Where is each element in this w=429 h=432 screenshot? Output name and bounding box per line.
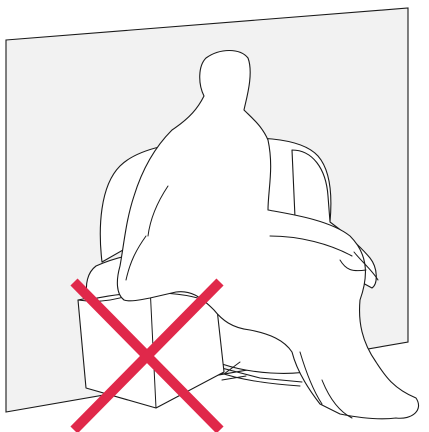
warning-illustration	[0, 0, 429, 432]
illustration-svg	[0, 0, 429, 432]
